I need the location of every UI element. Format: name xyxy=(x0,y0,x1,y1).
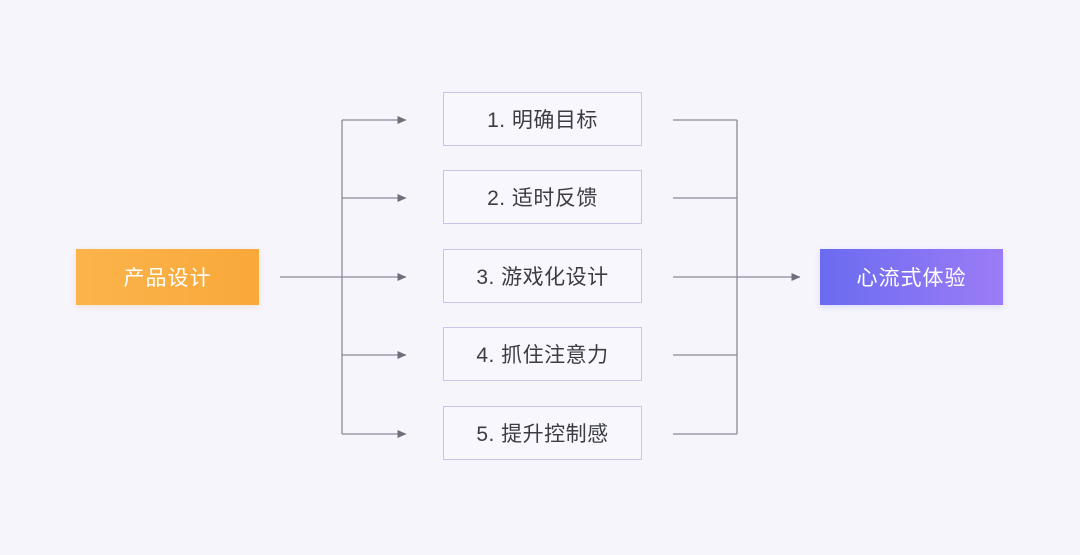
node-step-2-label: 2. 适时反馈 xyxy=(487,187,598,210)
node-step-3-label: 3. 游戏化设计 xyxy=(476,266,609,289)
node-product-design[interactable]: 产品设计 xyxy=(76,249,259,305)
node-step-4-label: 4. 抓住注意力 xyxy=(476,344,609,367)
node-step-2[interactable]: 2. 适时反馈 xyxy=(443,170,642,224)
connector-spine-to-steps xyxy=(342,116,407,438)
node-step-3[interactable]: 3. 游戏化设计 xyxy=(443,249,642,303)
connector-steps-to-collector xyxy=(673,119,738,435)
node-flow-experience-label: 心流式体验 xyxy=(856,267,967,290)
node-step-5[interactable]: 5. 提升控制感 xyxy=(443,406,642,460)
node-product-design-label: 产品设计 xyxy=(123,267,212,290)
node-flow-experience[interactable]: 心流式体验 xyxy=(820,249,1003,305)
node-step-4[interactable]: 4. 抓住注意力 xyxy=(443,327,642,381)
node-step-1-label: 1. 明确目标 xyxy=(487,109,598,132)
node-step-1[interactable]: 1. 明确目标 xyxy=(443,92,642,146)
connector-source-to-spine xyxy=(280,120,343,434)
node-step-5-label: 5. 提升控制感 xyxy=(476,423,609,446)
